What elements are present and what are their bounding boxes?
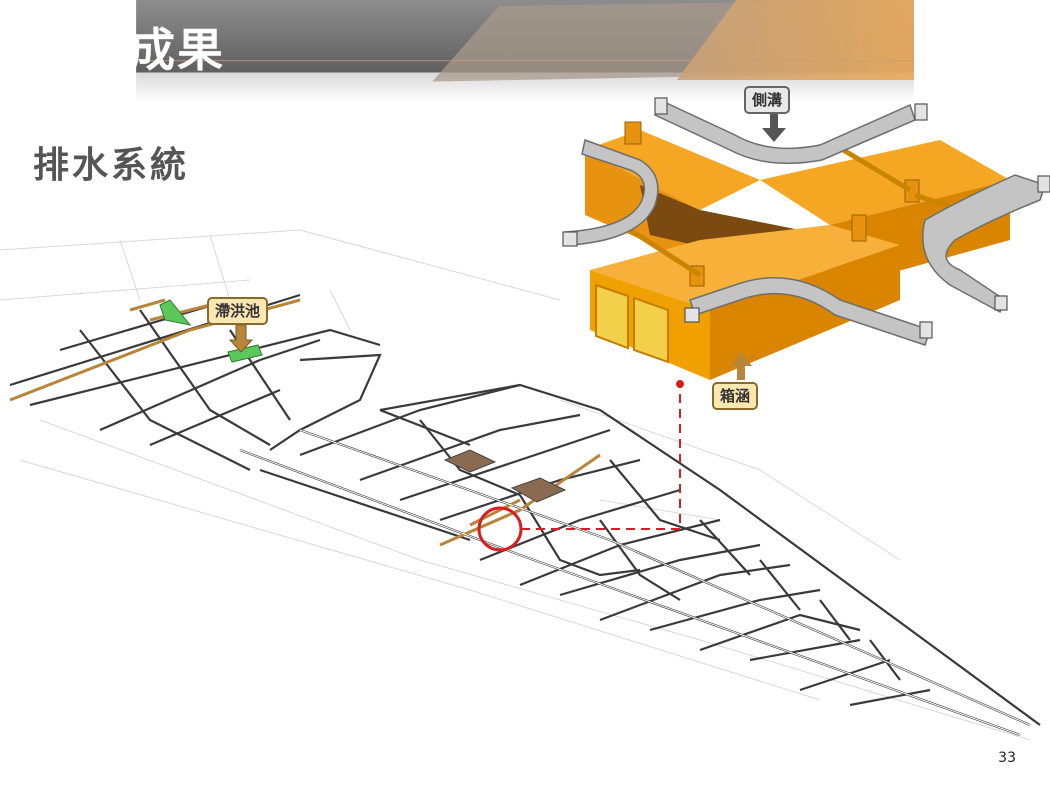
leader-dot <box>676 380 684 388</box>
box-culvert-label: 箱涵 <box>712 382 759 410</box>
street-network <box>9 293 1041 737</box>
detention-pond-area <box>159 299 192 326</box>
location-marker <box>477 506 523 552</box>
detention-pond-label: 滯洪池 <box>207 297 269 325</box>
leader-line <box>521 385 681 530</box>
pond-callout-arrow <box>228 324 254 353</box>
building-block <box>443 449 497 473</box>
side-ditch-label: 側溝 <box>744 86 791 114</box>
side-ditch-arrow <box>762 112 786 142</box>
page-number: 33 <box>998 750 1016 766</box>
box-culvert-model <box>585 121 1010 380</box>
slide-title: 執行成果 <box>33 23 225 77</box>
building-block-2 <box>510 477 567 503</box>
detention-pond-area-2 <box>227 344 263 363</box>
slide-subtitle: 排水系統 <box>33 145 190 186</box>
box-culvert-arrow <box>730 352 752 380</box>
background-streets <box>0 229 1031 741</box>
